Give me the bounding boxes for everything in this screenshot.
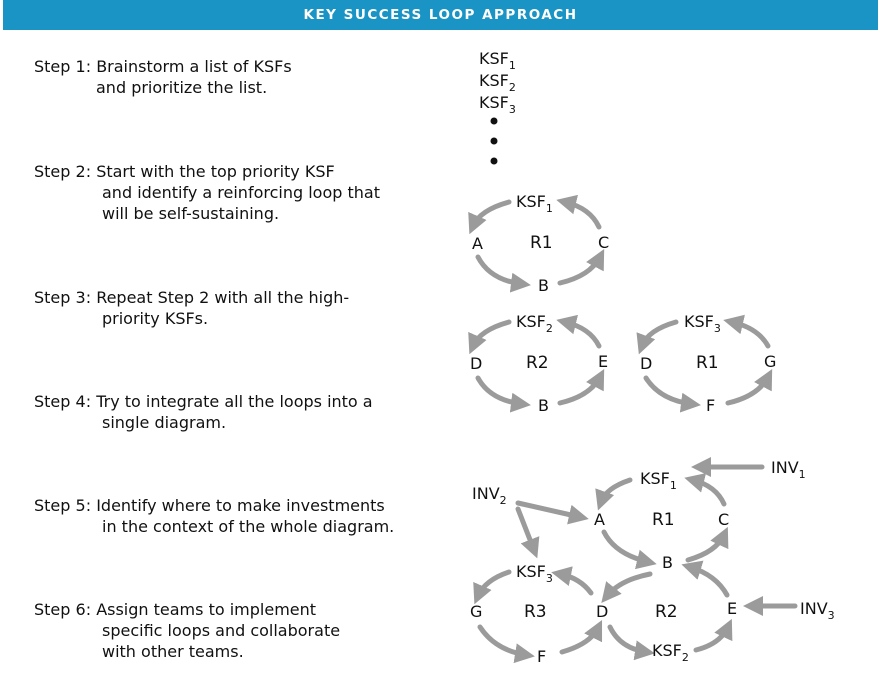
loop-id: R1 xyxy=(696,353,719,373)
arrows xyxy=(468,194,798,664)
node-ksf2: KSF2 xyxy=(652,641,689,664)
dot xyxy=(490,117,498,125)
arrow xyxy=(643,375,701,413)
arrow xyxy=(475,254,531,293)
ellipsis-dots xyxy=(490,117,498,165)
loop-id: R2 xyxy=(655,602,678,622)
node-inv2: INV2 xyxy=(472,484,507,507)
arrow xyxy=(725,369,773,406)
step-text: Identify where to make investments xyxy=(96,496,385,515)
step-5: Step 5: Identify where to make investmen… xyxy=(34,495,444,537)
step-label: Step 1: xyxy=(34,57,92,76)
node-e: E xyxy=(598,352,608,371)
arrow xyxy=(693,618,733,653)
step-label: Step 6: xyxy=(34,600,92,619)
node-g: G xyxy=(470,602,482,621)
arrow xyxy=(556,314,602,349)
arrow xyxy=(473,569,512,605)
dot xyxy=(490,137,498,145)
step-text: Try to integrate all the loops into a xyxy=(96,392,373,411)
step-text: in the context of the whole diagram. xyxy=(102,517,395,536)
arrow xyxy=(515,500,589,525)
step-text: Start with the top priority KSF xyxy=(96,162,335,181)
node-d: D xyxy=(470,354,482,373)
arrow xyxy=(601,571,653,603)
loop-id: R1 xyxy=(530,233,553,253)
node-e: E xyxy=(727,599,737,618)
node-a: A xyxy=(594,510,605,529)
arrow xyxy=(723,314,771,349)
node-inv1: INV1 xyxy=(771,458,806,481)
arrow xyxy=(607,624,655,661)
step-text: with other teams. xyxy=(102,642,244,661)
arrow xyxy=(681,560,730,598)
step-text: Assign teams to implement xyxy=(96,600,317,619)
node-ksf2: KSF2 xyxy=(516,312,553,335)
step-text: and prioritize the list. xyxy=(96,78,268,97)
step-text: will be self-sustaining. xyxy=(102,204,280,223)
arrow xyxy=(475,375,531,413)
arrow xyxy=(684,473,727,507)
loop-id: R2 xyxy=(526,353,549,373)
loop-r1-ksf3: KSF3 D G F R1 xyxy=(640,312,776,415)
arrow xyxy=(515,506,540,559)
arrow xyxy=(685,526,729,563)
arrow xyxy=(636,319,679,355)
arrow xyxy=(595,477,633,511)
arrow xyxy=(477,624,535,664)
node-b: B xyxy=(662,553,673,572)
loop-r1: KSF1 A C B R1 xyxy=(472,192,609,295)
arrow xyxy=(601,529,657,570)
arrow xyxy=(551,566,594,596)
step-6: Step 6: Assign teams to implement specif… xyxy=(34,599,444,662)
node-inv3: INV3 xyxy=(800,599,835,622)
node-c: C xyxy=(598,233,609,252)
ksf-label: KSF1 xyxy=(479,49,516,72)
node-c: C xyxy=(718,510,729,529)
step-label: Step 5: xyxy=(34,496,92,515)
integrated-diagram: KSF1 INV1 INV2 A C R1 B KSF3 G R3 D R2 E… xyxy=(470,458,835,666)
arrow xyxy=(468,199,512,235)
node-ksf1: KSF1 xyxy=(516,192,553,215)
step-text: Repeat Step 2 with all the high- xyxy=(96,288,350,307)
node-d: D xyxy=(596,602,608,621)
step-label: Step 3: xyxy=(34,288,92,307)
node-f: F xyxy=(706,396,715,415)
node-ksf3: KSF3 xyxy=(516,562,553,585)
loop-id: R3 xyxy=(524,602,547,622)
arrow xyxy=(556,194,602,230)
step-text: specific loops and collaborate xyxy=(102,621,341,640)
step-text: single diagram. xyxy=(102,413,227,432)
step-text: priority KSFs. xyxy=(102,309,209,328)
node-f: F xyxy=(537,647,546,666)
loop-r2: KSF2 D E B R2 xyxy=(470,312,608,415)
node-g: G xyxy=(764,352,776,371)
node-d: D xyxy=(640,354,652,373)
ksf-label: KSF3 xyxy=(479,93,516,116)
step-label: Step 4: xyxy=(34,392,92,411)
step-1: Step 1: Brainstorm a list of KSFs and pr… xyxy=(34,56,444,98)
dot xyxy=(490,157,498,165)
arrow xyxy=(559,619,603,655)
step-3: Step 3: Repeat Step 2 with all the high-… xyxy=(34,287,444,329)
step-label: Step 2: xyxy=(34,162,92,181)
node-b: B xyxy=(538,396,549,415)
step-text: and identify a reinforcing loop that xyxy=(102,183,380,202)
step-4: Step 4: Try to integrate all the loops i… xyxy=(34,391,444,433)
node-b: B xyxy=(538,276,549,295)
arrow xyxy=(557,369,605,406)
page-title: KEY SUCCESS LOOP APPROACH xyxy=(303,7,578,23)
node-ksf3: KSF3 xyxy=(684,312,721,335)
node-a: A xyxy=(472,234,483,253)
arrow xyxy=(468,319,512,355)
arrow xyxy=(557,249,605,286)
loop-id: R1 xyxy=(652,510,675,530)
ksf-list: KSF1 KSF2 KSF3 xyxy=(479,49,516,116)
title-bar: KEY SUCCESS LOOP APPROACH xyxy=(3,0,878,30)
node-ksf1: KSF1 xyxy=(640,469,677,492)
step-text: Brainstorm a list of KSFs xyxy=(96,57,292,76)
ksf-label: KSF2 xyxy=(479,71,516,94)
step-2: Step 2: Start with the top priority KSF … xyxy=(34,161,444,224)
